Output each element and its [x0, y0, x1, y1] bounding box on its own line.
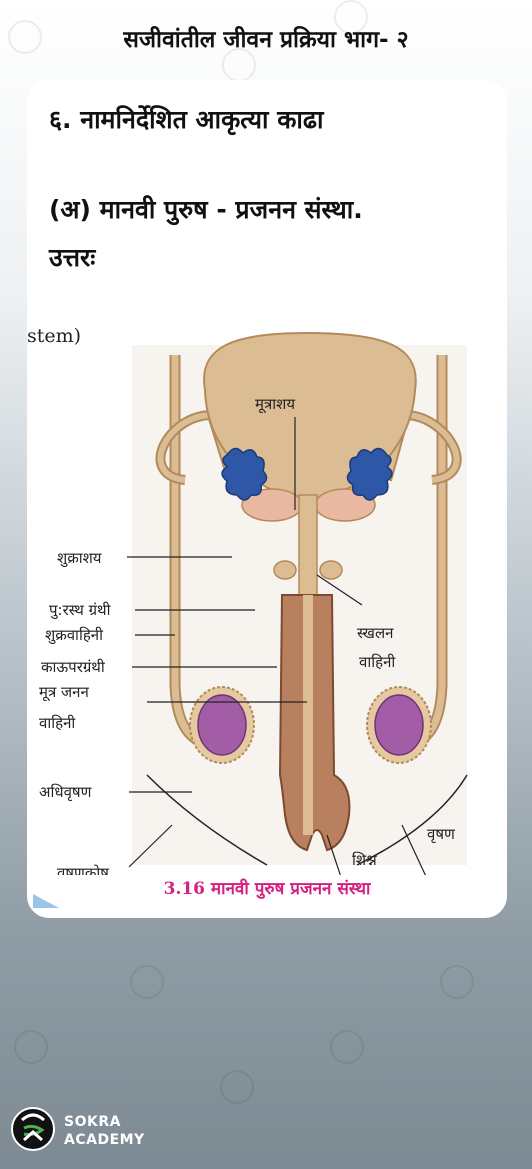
question-card: ६. नामनिर्देशित आकृत्या काढा (अ) मानवी प…: [27, 80, 507, 918]
watermark-logo: [440, 965, 474, 999]
label-prostate: पु:रस्थ ग्रंथी: [49, 601, 112, 620]
label-penis: शिश्न: [352, 851, 377, 869]
answer-label: उत्तरः: [49, 243, 96, 272]
label-bladder: मूत्राशय: [255, 395, 295, 414]
figure-caption: 3.16 मानवी पुरुष प्रजनन संस्था: [163, 879, 371, 899]
label-scrotum: वृषणकोष: [57, 864, 109, 875]
testis-left: [197, 694, 247, 756]
label-cowpers-gland: काऊपरग्रंथी: [41, 658, 106, 676]
cropped-text-fragment: stem): [27, 325, 82, 347]
label-urethra-2: वाहिनी: [39, 714, 76, 732]
leader-line-penis: [326, 834, 341, 875]
brand-line-1: SOKRA: [64, 1114, 121, 1130]
page-header-title: सजीवांतील जीवन प्रक्रिया भाग- २: [123, 27, 409, 53]
male-reproductive-system-diagram: मूत्राशय शुक्राशय पु:रस्थ ग्रंथी शुक्रवा…: [39, 331, 468, 875]
question-title: ६. नामनिर्देशित आकृत्या काढा: [49, 105, 324, 134]
label-ejaculatory-duct-1: स्खलन: [357, 624, 394, 642]
penis-body: [278, 594, 351, 852]
label-epididymis: अधिवृषण: [39, 783, 93, 802]
watermark-logo: [8, 20, 42, 54]
seminal-vesicle-right: [346, 447, 393, 501]
watermark-logo: [222, 48, 256, 82]
sokra-academy-logo-icon: [11, 1107, 55, 1151]
leader-line-ejaculatory-duct: [316, 574, 363, 606]
urethra-upper: [298, 494, 318, 596]
leader-line-testis: [401, 824, 426, 875]
testis-right: [374, 694, 424, 756]
question-subtitle: (अ) मानवी पुरुष - प्रजनन संस्था.: [49, 195, 363, 224]
cowpers-gland-right: [319, 560, 343, 580]
label-seminal-vesicle: शुक्राशय: [57, 549, 102, 568]
watermark-logo: [14, 1030, 48, 1064]
watermark-logo: [220, 1070, 254, 1104]
urethra-in-penis: [303, 595, 313, 835]
seminal-vesicle-left: [221, 447, 268, 501]
label-vas-deferens: शुक्रवाहिनी: [45, 626, 104, 645]
brand-line-2: ACADEMY: [64, 1132, 145, 1148]
watermark-logo: [330, 1030, 364, 1064]
watermark-logo: [130, 965, 164, 999]
leader-line-scrotum: [128, 824, 173, 868]
label-testis: वृषण: [427, 825, 455, 843]
label-ejaculatory-duct-2: वाहिनी: [359, 653, 396, 671]
brand-name: SOKRA ACADEMY: [64, 1113, 145, 1149]
cowpers-gland-left: [273, 560, 297, 580]
duct-loop-left-inner: [157, 411, 235, 483]
scrotum-outline: [146, 774, 268, 866]
page-corner-fold-icon: [33, 894, 59, 908]
watermark-logo: [334, 0, 368, 34]
label-urethra-1: मूत्र जनन: [39, 683, 89, 702]
scrotum-outline-right: [356, 774, 468, 866]
